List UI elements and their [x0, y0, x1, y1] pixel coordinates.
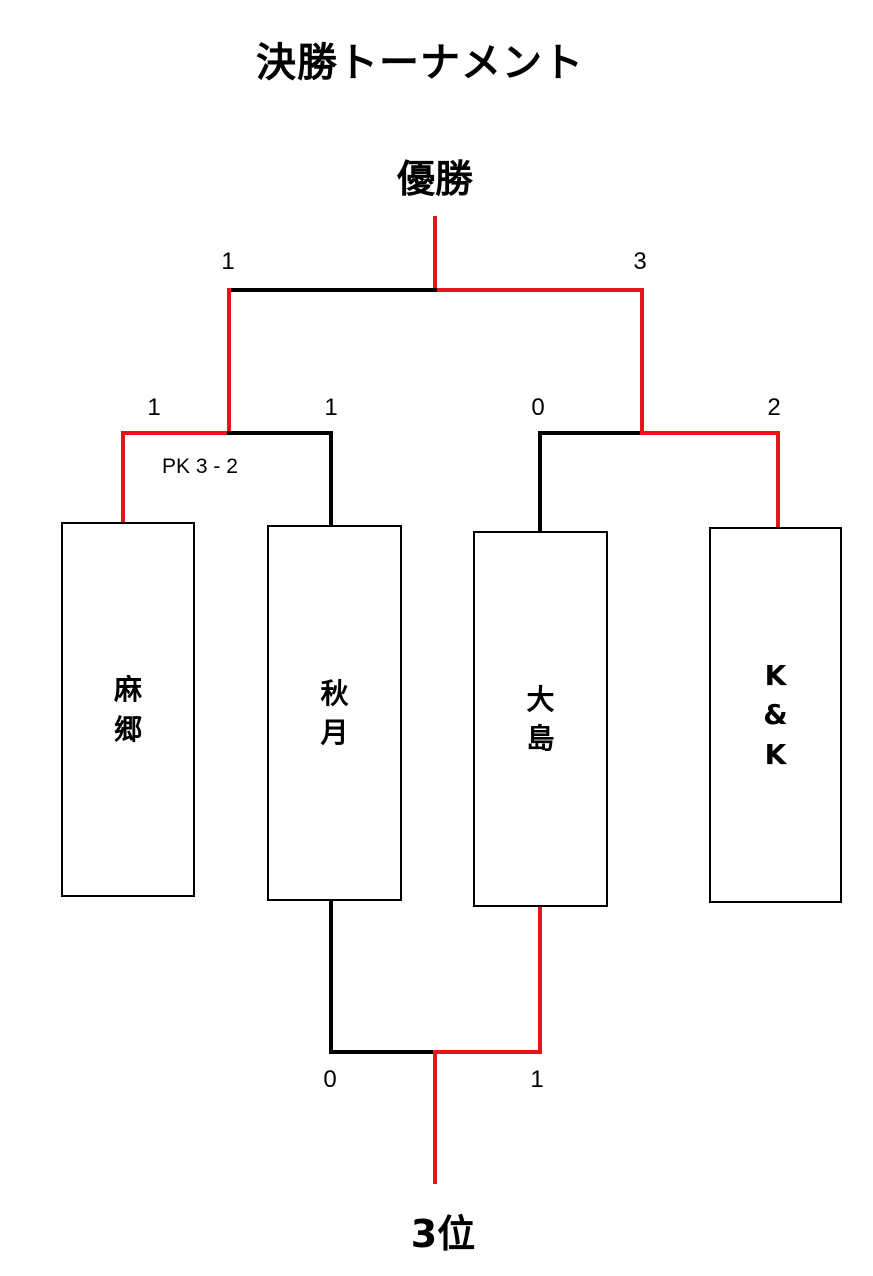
semi2-team2-score: 2 [767, 394, 781, 421]
third-place-label: 3位 [410, 1212, 476, 1256]
team-name: 大 島 [526, 682, 555, 755]
semi1-team2-score: 1 [324, 394, 338, 421]
semi2-team1-score: 0 [531, 394, 545, 421]
third-left-score: 0 [323, 1066, 337, 1093]
final-right-score: 3 [633, 248, 647, 275]
team-box-kk: K & K [709, 527, 842, 903]
team-name: 秋 月 [320, 676, 349, 749]
champion-label: 優勝 [396, 157, 473, 201]
team-box-asago: 麻 郷 [61, 522, 195, 897]
team-box-akizuki: 秋 月 [267, 525, 402, 901]
pk-note: PK 3 - 2 [162, 455, 238, 478]
page-title: 決勝トーナメント [256, 40, 584, 86]
team-box-oshima: 大 島 [473, 531, 608, 907]
team-name: 麻 郷 [113, 673, 142, 746]
third-right-score: 1 [530, 1066, 544, 1093]
final-left-score: 1 [221, 248, 235, 275]
semi1-team1-score: 1 [147, 394, 161, 421]
team-name: K & K [763, 659, 788, 771]
